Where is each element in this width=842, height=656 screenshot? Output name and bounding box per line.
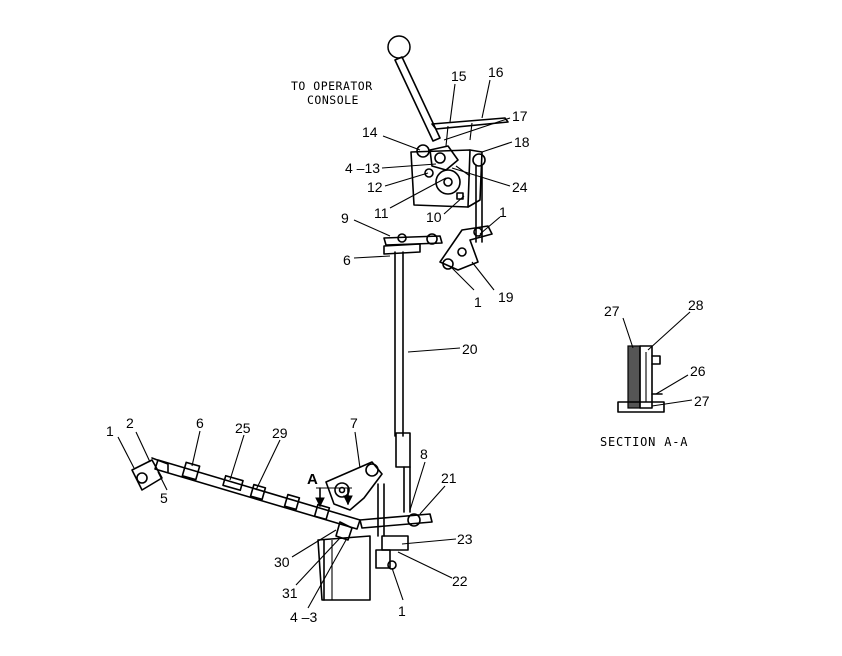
callout-9: 9 bbox=[341, 210, 349, 226]
section-marker: A bbox=[307, 471, 318, 488]
callout-2: 2 bbox=[126, 415, 134, 431]
control-rod-vertical bbox=[475, 165, 483, 243]
section-title: SECTION A-A bbox=[600, 435, 688, 449]
callout-4-13: 4 –13 bbox=[345, 160, 380, 176]
upper-linkage-arm bbox=[383, 233, 443, 255]
operator-note-line1: TO OPERATOR bbox=[291, 79, 373, 93]
callout-14: 14 bbox=[362, 124, 378, 140]
callout-1d: 1 bbox=[398, 603, 406, 619]
lower-tie-rod bbox=[154, 459, 361, 530]
callout-29: 29 bbox=[272, 425, 288, 441]
lower-bracket bbox=[317, 535, 371, 601]
callout-12: 12 bbox=[367, 179, 383, 195]
control-handle bbox=[387, 35, 441, 142]
callout-1c: 1 bbox=[106, 423, 114, 439]
lower-bellcrank bbox=[325, 461, 383, 541]
operator-note-line2: CONSOLE bbox=[307, 93, 359, 107]
callout-6b: 6 bbox=[196, 415, 204, 431]
section-arrow bbox=[315, 487, 353, 508]
leader-lines bbox=[117, 79, 693, 609]
callout-15: 15 bbox=[451, 68, 467, 84]
control-housing bbox=[410, 144, 486, 208]
callout-31: 31 bbox=[282, 585, 298, 601]
main-rod bbox=[394, 251, 411, 513]
callout-7: 7 bbox=[350, 415, 358, 431]
callout-5: 5 bbox=[160, 490, 168, 506]
callout-27b: 27 bbox=[694, 393, 710, 409]
callout-6a: 6 bbox=[343, 252, 351, 268]
callout-19: 19 bbox=[498, 289, 514, 305]
callout-1a: 1 bbox=[499, 204, 507, 220]
callout-21: 21 bbox=[441, 470, 457, 486]
callout-27a: 27 bbox=[604, 303, 620, 319]
callout-8: 8 bbox=[420, 446, 428, 462]
upper-bellcrank bbox=[439, 225, 493, 271]
left-clevis bbox=[131, 457, 169, 491]
callout-30: 30 bbox=[274, 554, 290, 570]
callout-16: 16 bbox=[488, 64, 504, 80]
section-detail bbox=[617, 345, 665, 413]
callout-25: 25 bbox=[235, 420, 251, 436]
pivot-shaft bbox=[359, 483, 433, 570]
callout-26: 26 bbox=[690, 363, 706, 379]
callout-23: 23 bbox=[457, 531, 473, 547]
callout-4-3: 4 –3 bbox=[290, 609, 317, 625]
callout-10: 10 bbox=[426, 209, 442, 225]
callout-17: 17 bbox=[512, 108, 528, 124]
callout-24: 24 bbox=[512, 179, 528, 195]
callout-11: 11 bbox=[374, 205, 389, 221]
callout-28: 28 bbox=[688, 297, 704, 313]
callout-22: 22 bbox=[452, 573, 468, 589]
callout-1b: 1 bbox=[474, 294, 482, 310]
callout-18: 18 bbox=[514, 134, 530, 150]
callout-20: 20 bbox=[462, 341, 478, 357]
